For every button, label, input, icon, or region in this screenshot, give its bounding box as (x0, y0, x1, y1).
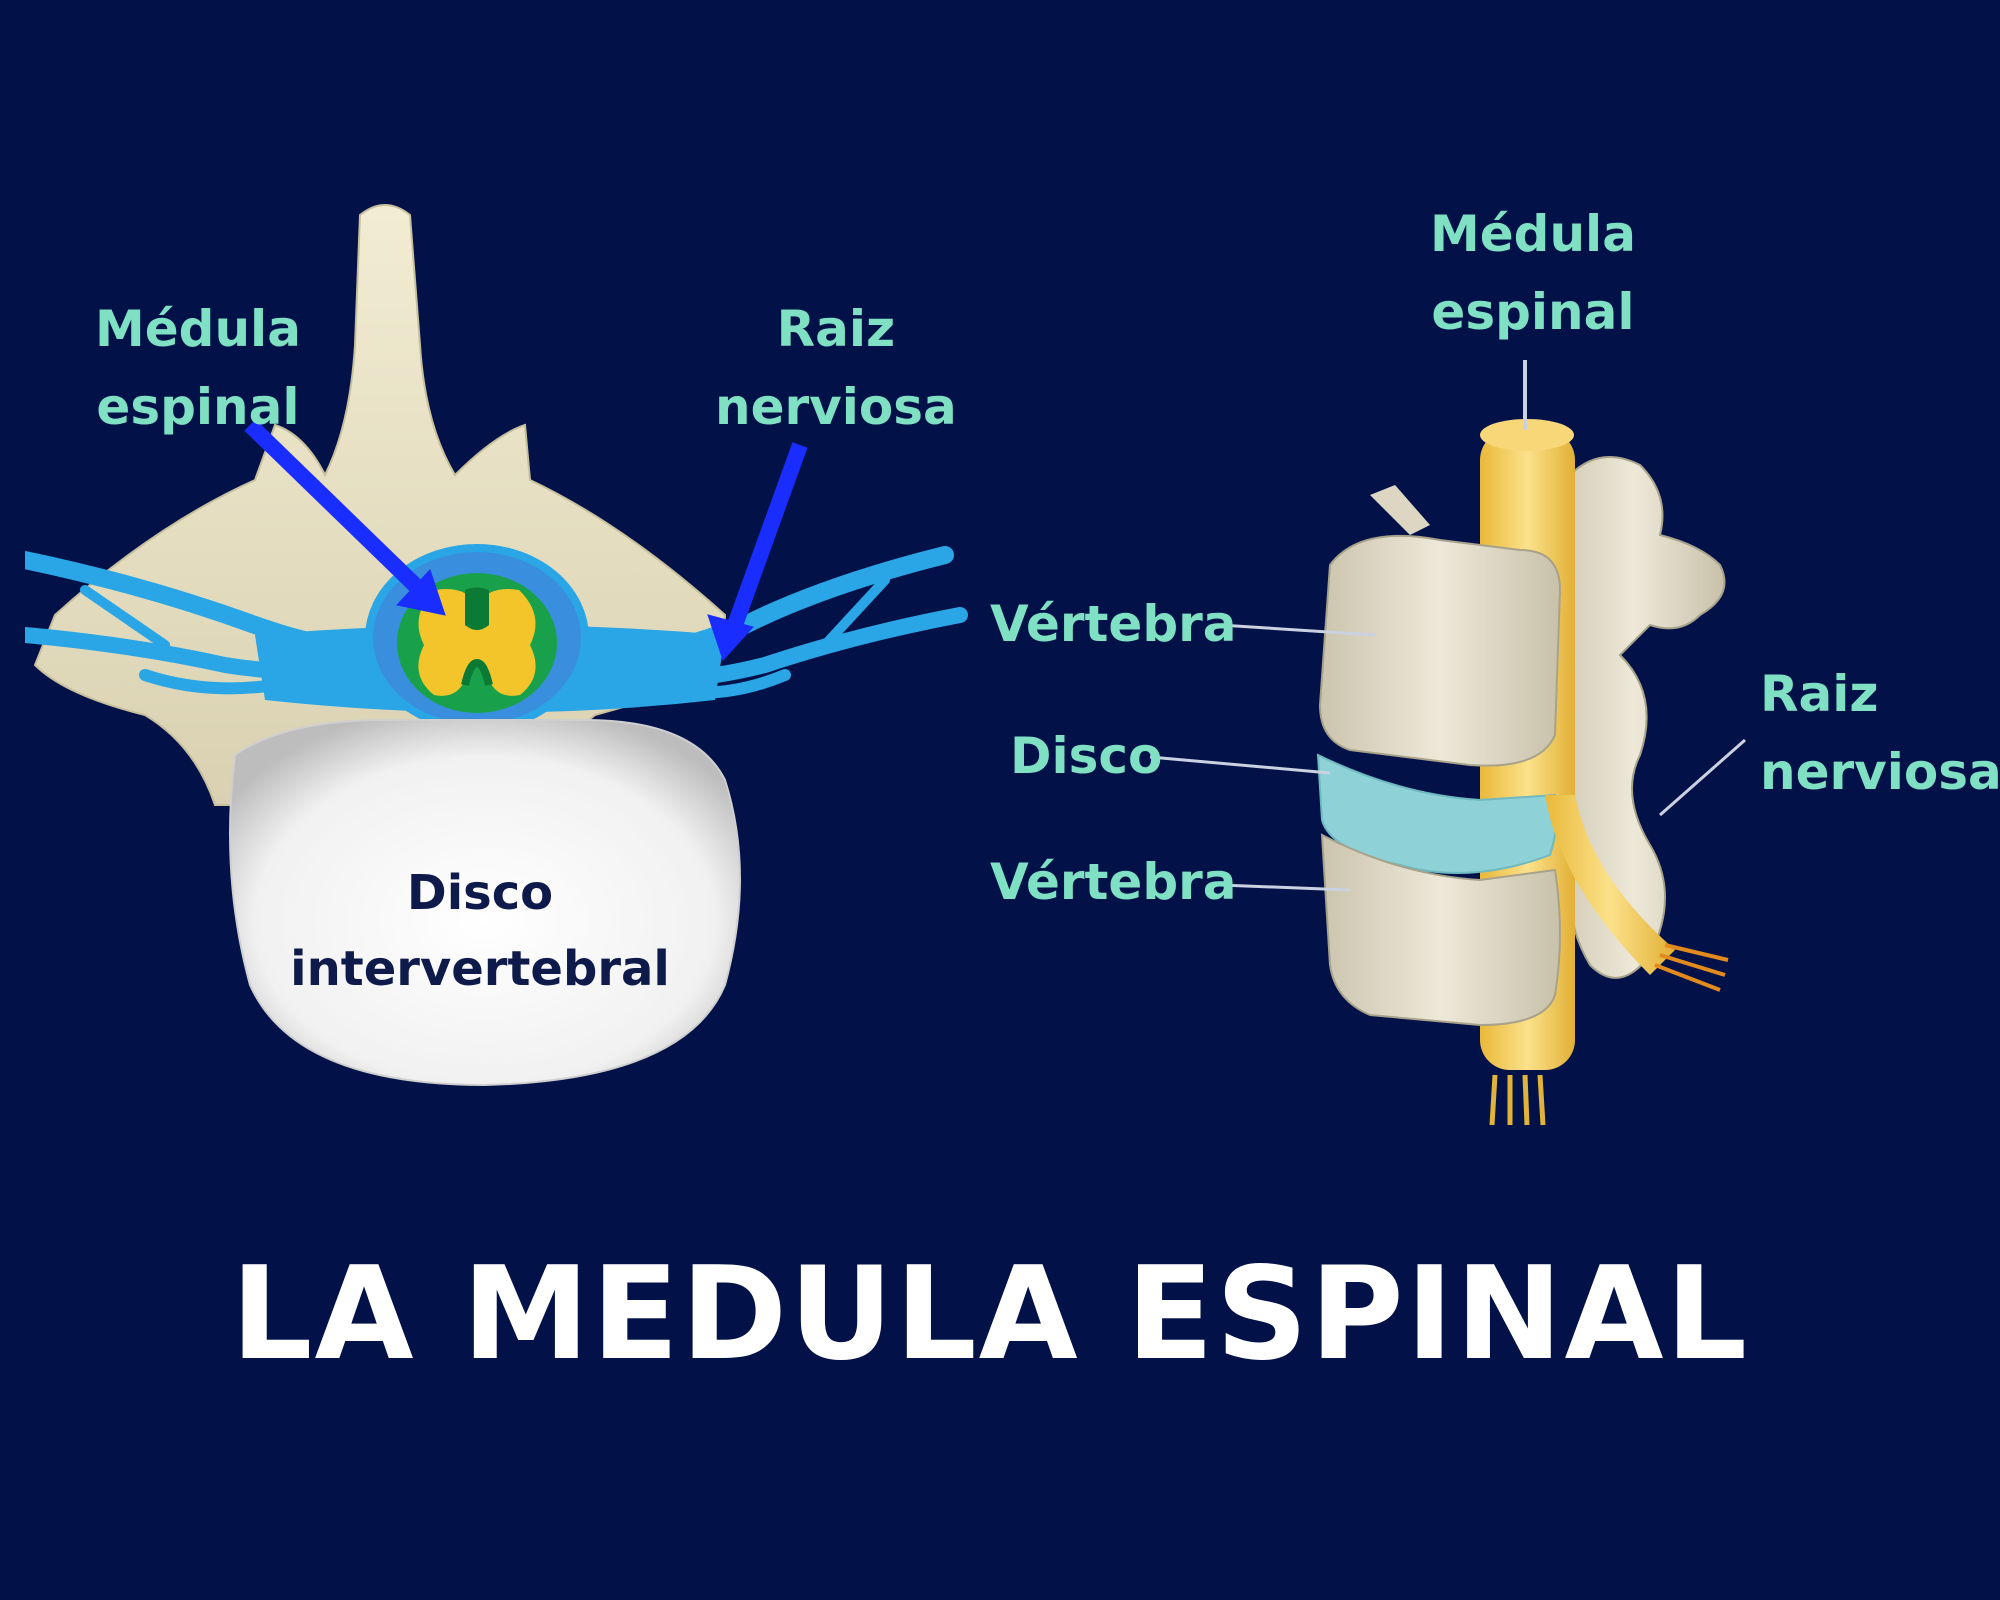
left-disc-line2: intervertebral (290, 941, 670, 997)
axial-vertebra-illustration (25, 204, 968, 1087)
root-fibers (1654, 943, 1729, 992)
left-raiz-line2: nerviosa (715, 378, 957, 436)
intervertebral-disc-shape (229, 719, 741, 1087)
cauda-fibers (1489, 1074, 1546, 1126)
left-disc-label: Disco intervertebral (285, 855, 675, 1007)
nerve-root (1545, 795, 1675, 975)
lateral-spine-illustration (1149, 360, 1746, 1126)
lateral-spine-diagram: Médula espinal Vértebra Disco Vértebra R… (990, 195, 2000, 1150)
main-title: LA MEDULA ESPINAL (230, 1240, 1750, 1389)
leader-lines (1149, 623, 1746, 892)
left-raiz-line1: Raiz (776, 300, 896, 358)
lower-vertebra (1320, 833, 1561, 1027)
left-raiz-label: Raiz nerviosa (715, 290, 957, 446)
right-disc-label: Disco (1010, 727, 1163, 785)
right-raiz-line1: Raiz (1760, 665, 1879, 723)
grey-matter (418, 589, 536, 696)
right-raiz-line2: nerviosa (1760, 743, 2000, 801)
right-medula-line2: espinal (1431, 283, 1635, 341)
left-medula-line1: Médula (95, 300, 301, 358)
arrows (244, 419, 808, 661)
right-vertebra-top-label: Vértebra (990, 595, 1237, 653)
axial-vertebra-diagram: Médula espinal Raiz nerviosa Disco inter… (25, 195, 1000, 1150)
right-medula-label: Médula espinal (1430, 195, 1636, 351)
right-medula-line1: Médula (1430, 205, 1636, 263)
left-medula-label: Médula espinal (95, 290, 301, 446)
upper-vertebra (1318, 534, 1562, 767)
right-raiz-label: Raiz nerviosa (1760, 655, 2000, 811)
left-medula-line2: espinal (96, 378, 300, 436)
right-vertebra-bottom-label: Vértebra (990, 853, 1237, 911)
left-disc-line1: Disco (406, 865, 554, 921)
